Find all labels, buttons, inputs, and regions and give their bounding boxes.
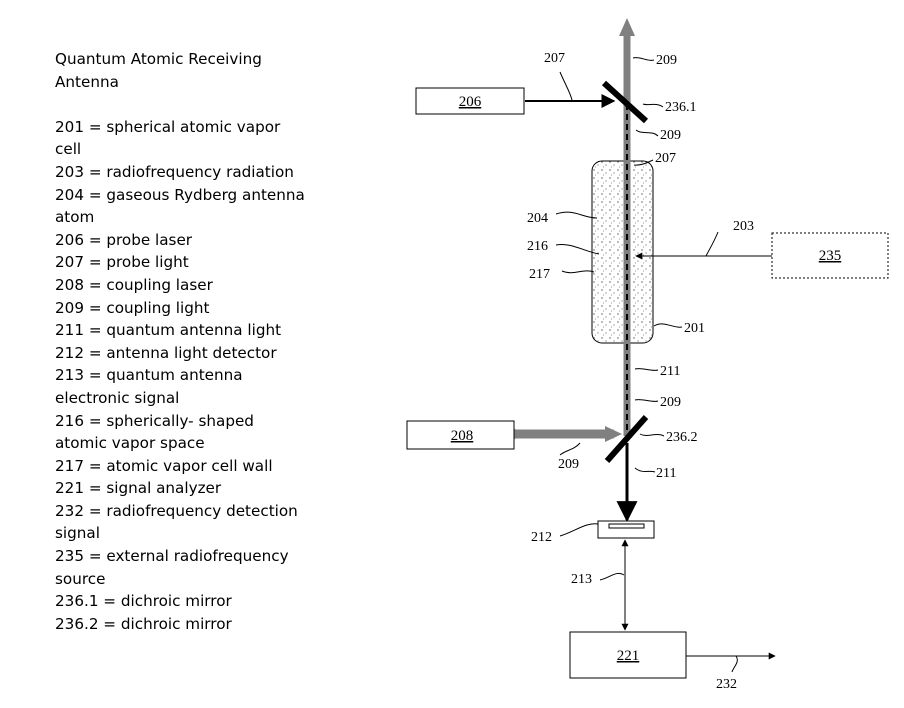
- legend-item: 235 = external radiofrequency source: [55, 547, 289, 588]
- detector-element: [608, 523, 645, 529]
- label-209-mid: 209: [660, 128, 681, 143]
- legend-item: 206 = probe laser: [55, 230, 193, 249]
- legend-item: 213 = quantum antenna electronic signal: [55, 366, 243, 407]
- legend-item: 207 = probe light: [55, 253, 189, 272]
- signal-analyzer-box: [569, 631, 687, 679]
- rf-source-box: [771, 232, 889, 279]
- legend-item: 236.1 = dichroic mirror: [55, 592, 232, 611]
- label-201: 201: [684, 321, 705, 336]
- legend-item: 211 = quantum antenna light: [55, 321, 282, 340]
- label-211-low: 211: [656, 466, 676, 481]
- label-211-mid: 211: [660, 364, 680, 379]
- legend-item: 232 = radiofrequency detection signal: [55, 501, 298, 543]
- coupling-beam-arrowhead: [619, 18, 635, 36]
- label-236-2: 236.2: [666, 430, 698, 445]
- label-207-mid: 207: [655, 151, 676, 166]
- legend-item: 201 = spherical atomic vapor cell: [55, 117, 281, 159]
- label-216: 216: [527, 239, 548, 254]
- legend-item: 209 = coupling light: [55, 298, 210, 317]
- coupling-beam-arrowhead-h: [605, 426, 622, 442]
- leader-lines: [555, 57, 738, 673]
- coupling-laser-label: 208: [451, 428, 474, 444]
- label-217: 217: [529, 267, 550, 282]
- label-209-coupling: 209: [558, 457, 579, 472]
- coupling-laser-box: [406, 420, 515, 450]
- legend-item: 216 = spherically- shaped atomic vapor s…: [55, 411, 254, 453]
- legend-item: 208 = coupling laser: [55, 275, 213, 294]
- legend-item: 204 = gaseous Rydberg antenna atom: [55, 185, 305, 227]
- legend-list: 201 = spherical atomic vapor cell 203 = r…: [55, 116, 310, 636]
- vapor-cell: [591, 160, 654, 344]
- label-204: 204: [527, 211, 548, 226]
- rf-source-label: 235: [819, 248, 842, 264]
- dichroic-mirror-2: [604, 415, 649, 463]
- label-209-low: 209: [660, 395, 681, 410]
- legend-item: 212 = antenna light detector: [55, 343, 277, 362]
- probe-laser-box: [415, 87, 525, 115]
- label-209-top: 209: [656, 53, 677, 68]
- legend-item: 203 = radiofrequency radiation: [55, 162, 294, 181]
- probe-laser-label: 206: [459, 94, 482, 110]
- signal-analyzer-label: 221: [617, 648, 640, 664]
- legend: Quantum Atomic Receiving Antenna 201 = s…: [55, 48, 310, 635]
- label-236-1: 236.1: [665, 100, 697, 115]
- legend-item: 236.2 = dichroic mirror: [55, 614, 232, 633]
- label-207-top: 207: [544, 51, 565, 66]
- legend-item: 217 = atomic vapor cell wall: [55, 456, 273, 475]
- label-212: 212: [531, 530, 552, 545]
- label-203: 203: [733, 219, 754, 234]
- dichroic-mirror-1: [601, 80, 649, 124]
- label-232: 232: [716, 677, 737, 692]
- label-213: 213: [571, 572, 592, 587]
- legend-title: Quantum Atomic Receiving Antenna: [55, 50, 262, 91]
- legend-item: 221 = signal analyzer: [55, 479, 222, 498]
